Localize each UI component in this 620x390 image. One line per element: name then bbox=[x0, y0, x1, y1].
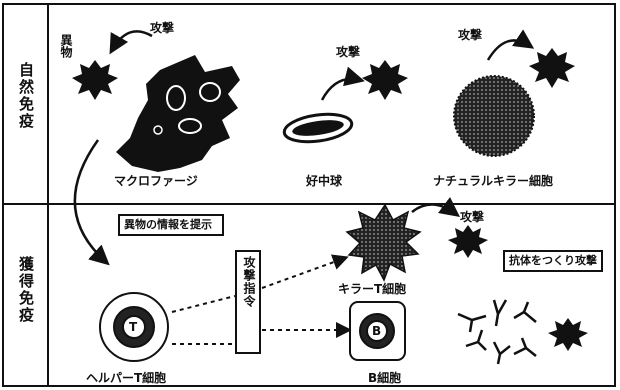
nk-cell-shape bbox=[453, 75, 535, 157]
antibody-icon bbox=[492, 341, 511, 365]
foreign-body-shape bbox=[72, 60, 118, 100]
outer-frame bbox=[2, 3, 616, 387]
helper-t-letter: T bbox=[129, 320, 138, 334]
b-cell-label: B細胞 bbox=[368, 371, 402, 385]
killer-t-label: キラーT細胞 bbox=[338, 282, 407, 296]
foreign-body-shape bbox=[448, 225, 488, 258]
attack-arrow-killer bbox=[411, 197, 461, 217]
antibody-icon bbox=[457, 312, 487, 333]
macrophage-vacuole bbox=[166, 85, 186, 111]
macrophage-vacuole bbox=[178, 118, 202, 134]
antibody-icon bbox=[513, 337, 537, 357]
helper-t-label: ヘルパーT細胞 bbox=[86, 371, 167, 385]
foreign-body-label: 異物 bbox=[59, 34, 73, 58]
attack-label-nk: 攻撃 bbox=[458, 28, 483, 42]
section-innate-label: 自然免疫 bbox=[17, 62, 35, 130]
transition-arrow bbox=[73, 139, 110, 266]
attack-label-killer: 攻撃 bbox=[460, 210, 485, 224]
neutrophil-core bbox=[292, 120, 344, 136]
killer-t-shape bbox=[345, 203, 422, 282]
present-info-box: 異物の情報を提示 bbox=[118, 214, 224, 236]
macrophage-vacuole bbox=[199, 82, 221, 102]
nk-cell-label: ナチュラルキラー細胞 bbox=[433, 174, 554, 188]
macrophage-shape bbox=[116, 55, 240, 172]
antibody-attack-box: 抗体をつくり攻撃 bbox=[503, 250, 603, 272]
antibody-icon bbox=[492, 299, 508, 327]
attack-arrow-nk bbox=[486, 29, 535, 61]
neutrophil-label: 好中球 bbox=[306, 174, 343, 188]
command-arrow-line bbox=[171, 295, 236, 313]
attack-arrow-macrophage bbox=[109, 30, 153, 55]
attack-arrow-neutrophil bbox=[320, 66, 365, 101]
foreign-body-shape bbox=[548, 318, 588, 351]
macrophage-vacuole bbox=[153, 125, 163, 135]
b-cell-letter: B bbox=[372, 324, 382, 338]
command-arrow-killer bbox=[261, 254, 349, 289]
macrophage-label: マクロファージ bbox=[114, 174, 198, 188]
foreign-body-shape bbox=[362, 60, 408, 100]
section-adaptive-label: 獲得免疫 bbox=[17, 256, 35, 324]
foreign-body-shape bbox=[529, 48, 575, 88]
attack-command-box: 攻撃指令 bbox=[235, 250, 261, 354]
antibody-icon bbox=[465, 329, 487, 351]
b-cell-nucleus bbox=[366, 320, 388, 342]
attack-label-neutrophil: 攻撃 bbox=[336, 45, 361, 59]
antibody-group bbox=[457, 299, 537, 365]
attack-label-macrophage: 攻撃 bbox=[150, 21, 175, 35]
helper-t-nucleus bbox=[122, 315, 146, 339]
antibody-icon bbox=[513, 301, 537, 323]
